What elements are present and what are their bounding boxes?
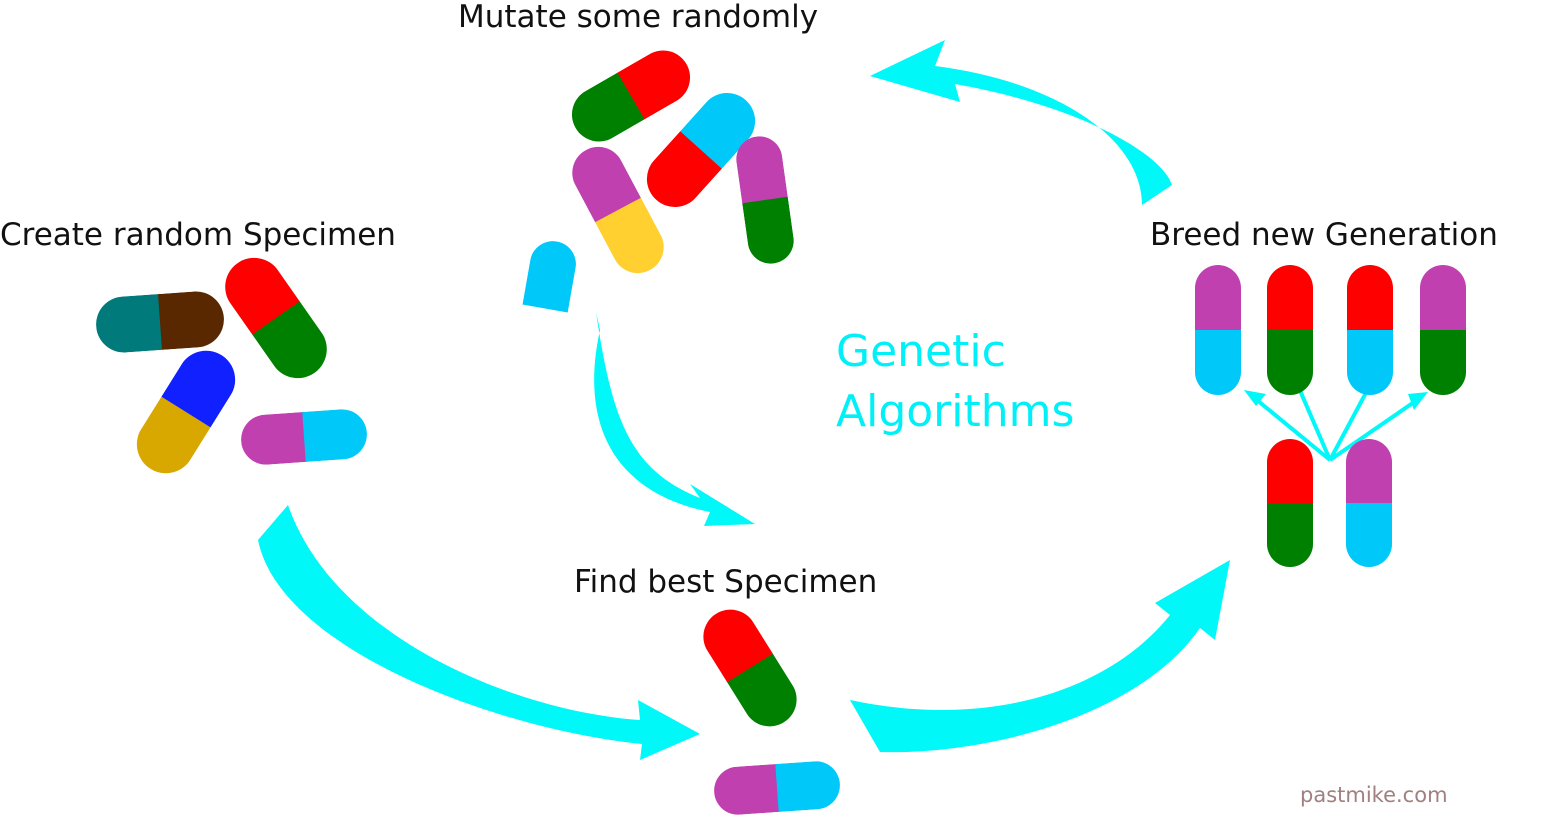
breed-arrow-1 bbox=[1250, 394, 1332, 462]
capsule-segment bbox=[252, 301, 339, 390]
create-group bbox=[94, 246, 369, 485]
capsule-segment bbox=[1195, 330, 1241, 395]
find-group bbox=[693, 599, 842, 816]
label-breed: Breed new Generation bbox=[1150, 217, 1498, 253]
breed-arrow-4 bbox=[1328, 396, 1422, 462]
capsule-segment bbox=[1420, 265, 1466, 331]
capsule-segment bbox=[1347, 265, 1393, 331]
mutate-group bbox=[522, 40, 797, 313]
credit-text: pastmike.com bbox=[1300, 783, 1448, 807]
capsule-segment bbox=[693, 599, 774, 683]
capsule-segment bbox=[727, 653, 807, 737]
child-capsule-4 bbox=[1420, 265, 1466, 395]
arrow-find-to-breed bbox=[850, 560, 1230, 753]
capsule-segment bbox=[522, 237, 580, 313]
capsule-segment bbox=[680, 81, 767, 169]
capsule-segment bbox=[1267, 330, 1313, 395]
best-capsule-2 bbox=[712, 759, 842, 816]
capsule-segment bbox=[1267, 503, 1313, 567]
capsule-sky-half bbox=[522, 237, 580, 313]
capsule-segment bbox=[213, 246, 301, 336]
breed-group bbox=[1195, 265, 1466, 567]
capsule-segment bbox=[733, 133, 788, 204]
capsule-segment bbox=[94, 294, 163, 355]
capsule-magenta-yellow bbox=[563, 137, 673, 283]
capsule-green-red bbox=[562, 40, 700, 152]
label-mutate: Mutate some randomly bbox=[458, 0, 818, 35]
capsule-segment bbox=[239, 412, 307, 467]
label-find: Find best Specimen bbox=[574, 564, 877, 600]
capsule-segment bbox=[1267, 439, 1313, 504]
capsule-segment bbox=[617, 40, 700, 120]
capsule-segment bbox=[635, 130, 723, 219]
cycle-arrows bbox=[258, 40, 1230, 760]
title-line-1: Genetic bbox=[836, 326, 1006, 377]
capsule-segment bbox=[1267, 265, 1313, 331]
capsule-gold-blue bbox=[125, 339, 247, 485]
capsule-segment bbox=[742, 196, 797, 267]
capsule-segment bbox=[158, 289, 226, 350]
parent-capsule-1 bbox=[1267, 439, 1313, 567]
child-capsule-3 bbox=[1347, 265, 1393, 395]
arrow-mutate-to-find bbox=[594, 312, 755, 526]
capsule-segment bbox=[1195, 265, 1241, 331]
capsule-magenta-sky bbox=[239, 407, 369, 467]
label-create: Create random Specimen bbox=[0, 217, 396, 253]
child-capsule-2 bbox=[1267, 265, 1313, 395]
capsule-segment bbox=[712, 764, 780, 816]
arrow-create-to-find bbox=[258, 505, 700, 760]
capsule-red-green bbox=[213, 246, 339, 390]
capsule-segment bbox=[775, 759, 842, 812]
capsule-teal-brown bbox=[94, 289, 226, 355]
breed-arrowhead-4 bbox=[1408, 392, 1428, 410]
arrow-breed-to-mutate bbox=[870, 40, 1172, 205]
capsule-segment bbox=[125, 396, 211, 485]
capsule-segment bbox=[1347, 330, 1393, 395]
breed-arrowhead-1 bbox=[1244, 390, 1266, 406]
capsule-segment bbox=[563, 137, 642, 223]
capsule-magenta-green bbox=[733, 133, 797, 267]
capsule-segment bbox=[302, 407, 369, 462]
capsule-segment bbox=[161, 339, 247, 428]
parent-capsule-2 bbox=[1346, 439, 1392, 567]
child-capsule-1 bbox=[1195, 265, 1241, 395]
capsule-segment bbox=[562, 72, 645, 152]
best-capsule-1 bbox=[693, 599, 807, 737]
capsule-segment bbox=[595, 197, 673, 283]
capsule-segment bbox=[1346, 439, 1392, 504]
capsule-segment bbox=[1346, 503, 1392, 567]
capsule-red-sky bbox=[635, 81, 767, 219]
capsule-segment bbox=[1420, 330, 1466, 395]
title-line-2: Algorithms bbox=[836, 386, 1074, 437]
